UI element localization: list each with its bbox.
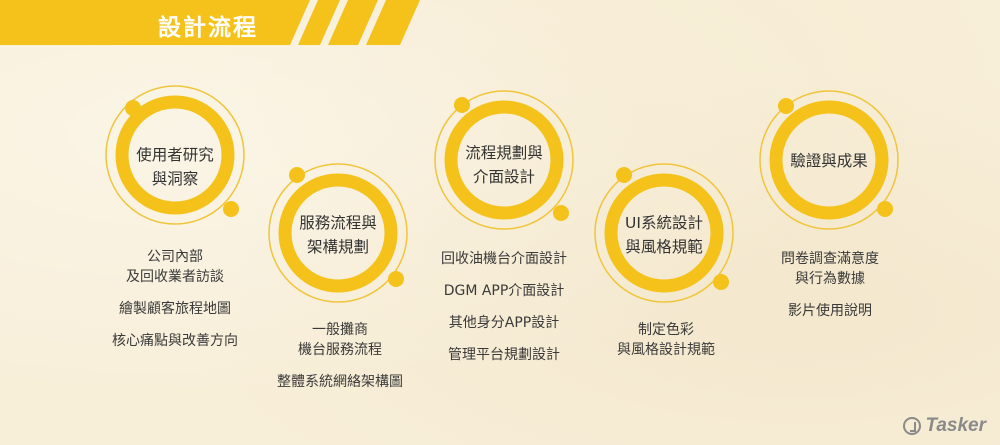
step-1-label-line-2: 與洞察: [151, 170, 199, 188]
step-1-label-line-1: 使用者研究: [136, 146, 214, 164]
step-4-label-line-2: 與風格規範: [625, 238, 703, 256]
header-band: [0, 0, 420, 45]
step-4-descriptions: 制定色彩 與風格設計規範: [546, 320, 786, 372]
step-5-label-line-1: 驗證與成果: [790, 152, 868, 170]
page-title: 設計流程: [158, 15, 258, 41]
header-stripe-2: [328, 0, 378, 45]
header-stripe-3: [366, 0, 420, 45]
step-3-desc-1: 回收油機台介面設計: [441, 251, 567, 267]
step-3-label-line-1: 流程規劃與: [465, 144, 543, 162]
step-4-label: UI系統設計 與風格規範: [599, 211, 729, 259]
brand-watermark: Tasker: [903, 415, 986, 437]
step-2-ring: [268, 163, 408, 303]
step-1-ring: [105, 85, 245, 225]
header-band-main: [0, 0, 310, 45]
step-5-ring: [759, 90, 899, 230]
step-1-desc-1: 公司內部 及回收業者訪談: [126, 249, 224, 285]
step-5-desc-2: 影片使用說明: [788, 303, 872, 319]
header-stripe-1: [298, 0, 340, 45]
brand-name: Tasker: [925, 415, 986, 436]
step-1-descriptions: 公司內部 及回收業者訪談 繪製顧客旅程地圖 核心痛點與改善方向: [55, 247, 295, 363]
step-4-label-line-1: UI系統設計: [625, 214, 703, 232]
step-3-label-line-2: 介面設計: [472, 168, 535, 186]
step-4-desc-1: 制定色彩 與風格設計規範: [617, 322, 715, 358]
step-2-desc-1: 一般攤商 機台服務流程: [298, 322, 382, 358]
step-1-label: 使用者研究 與洞察: [110, 143, 240, 191]
step-2-label: 服務流程與 架構規劃: [273, 211, 403, 259]
step-2-label-line-1: 服務流程與: [299, 214, 377, 232]
step-2-desc-2: 整體系統網絡架構圖: [277, 374, 403, 390]
tasker-logo-icon: [903, 417, 922, 435]
step-3-label: 流程規劃與 介面設計: [439, 141, 569, 189]
step-3-desc-3: 其他身分APP設計: [448, 315, 560, 331]
step-3-descriptions: 回收油機台介面設計 DGM APP介面設計 其他身分APP設計 管理平台規劃設計: [384, 249, 624, 377]
step-4-ring: [594, 163, 734, 303]
step-5-descriptions: 問卷調查滿意度 與行為數據 影片使用說明: [710, 249, 950, 333]
step-5-desc-1: 問卷調查滿意度 與行為數據: [781, 251, 879, 287]
step-3-desc-4: 管理平台規劃設計: [448, 347, 560, 363]
step-3-desc-2: DGM APP介面設計: [443, 283, 565, 299]
step-2-label-line-2: 架構規劃: [306, 238, 369, 256]
step-5-label: 驗證與成果: [764, 149, 894, 173]
step-3-ring: [434, 90, 574, 230]
step-1-desc-2: 繪製顧客旅程地圖: [119, 301, 231, 317]
step-1-desc-3: 核心痛點與改善方向: [112, 333, 238, 349]
step-2-descriptions: 一般攤商 機台服務流程 整體系統網絡架構圖: [220, 320, 460, 404]
